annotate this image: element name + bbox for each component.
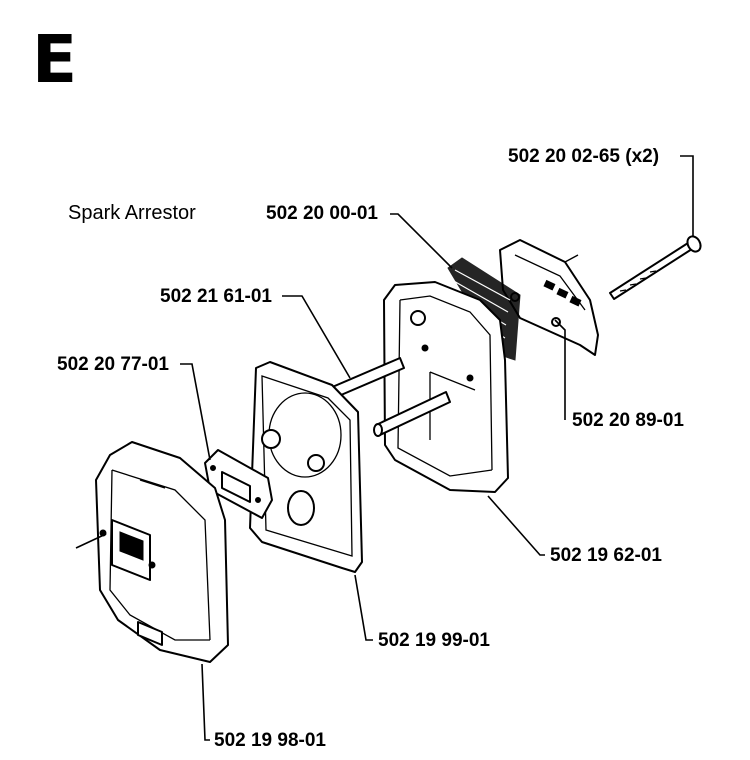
leader-screw bbox=[680, 155, 694, 236]
part-number-cover: 502 19 98-01 bbox=[214, 730, 326, 751]
part-number-gasket: 502 20 77-01 bbox=[57, 354, 169, 375]
cover-drawing bbox=[95, 441, 229, 663]
part-number-plate: 502 19 99-01 bbox=[378, 630, 490, 651]
screw-drawing bbox=[609, 235, 702, 300]
part-number-bracket: 502 20 89-01 bbox=[572, 410, 684, 431]
leader-bracket bbox=[554, 319, 566, 420]
plate-drawing bbox=[249, 361, 363, 573]
leader-spark-arrestor bbox=[390, 213, 453, 269]
leader-gasket bbox=[180, 363, 211, 461]
section-letter: E bbox=[32, 21, 77, 98]
leader-muffler-body bbox=[487, 495, 545, 556]
part-number-tube: 502 21 61-01 bbox=[160, 286, 272, 307]
part-number-screw: 502 20 02-65 (x2) bbox=[508, 146, 659, 167]
muffler-body-drawing bbox=[383, 281, 509, 493]
part-number-spark-arrestor: 502 20 00-01 bbox=[266, 203, 378, 224]
cover-side-leader bbox=[75, 533, 107, 549]
leader-plate bbox=[354, 574, 373, 641]
leader-cover bbox=[201, 663, 210, 741]
leader-tube bbox=[282, 295, 351, 379]
part-number-muffler-body: 502 19 62-01 bbox=[550, 545, 662, 566]
diagram-title: Spark Arrestor bbox=[68, 202, 196, 224]
